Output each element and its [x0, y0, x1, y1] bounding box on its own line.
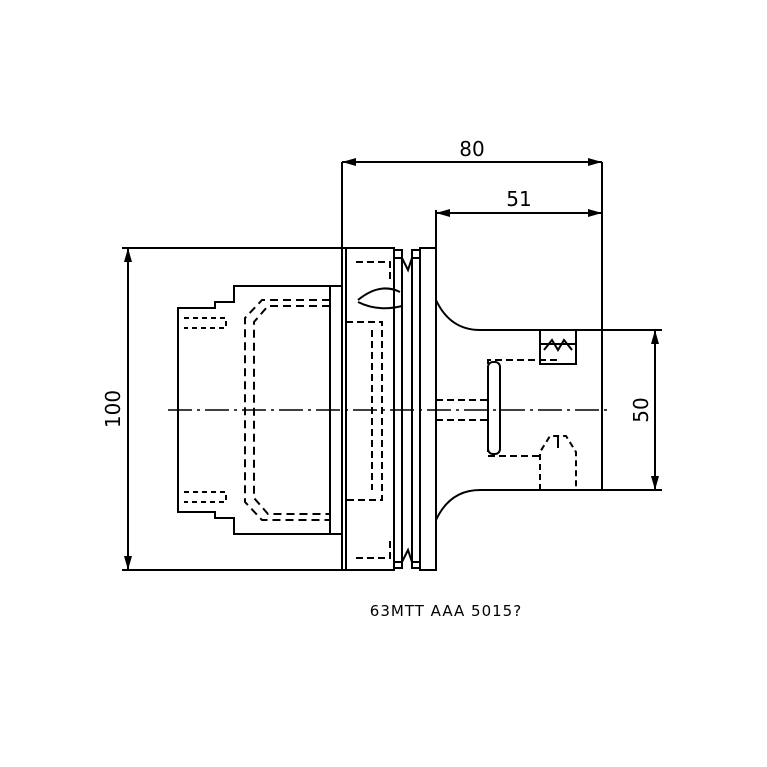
dimension-100-label: 100: [101, 390, 125, 428]
taper-body: [177, 285, 342, 535]
dimension-80-label: 80: [459, 137, 484, 161]
dimension-51: 51: [435, 187, 602, 250]
shank: [435, 299, 603, 521]
dimension-80: 80: [341, 137, 603, 330]
flange: [341, 247, 437, 571]
dimension-100: 100: [101, 247, 342, 571]
dimension-50: 50: [602, 329, 662, 491]
dimension-50-label: 50: [629, 397, 653, 422]
drawing-caption: 63MTT AAA 5015?: [370, 602, 522, 620]
dimension-51-label: 51: [506, 187, 531, 211]
